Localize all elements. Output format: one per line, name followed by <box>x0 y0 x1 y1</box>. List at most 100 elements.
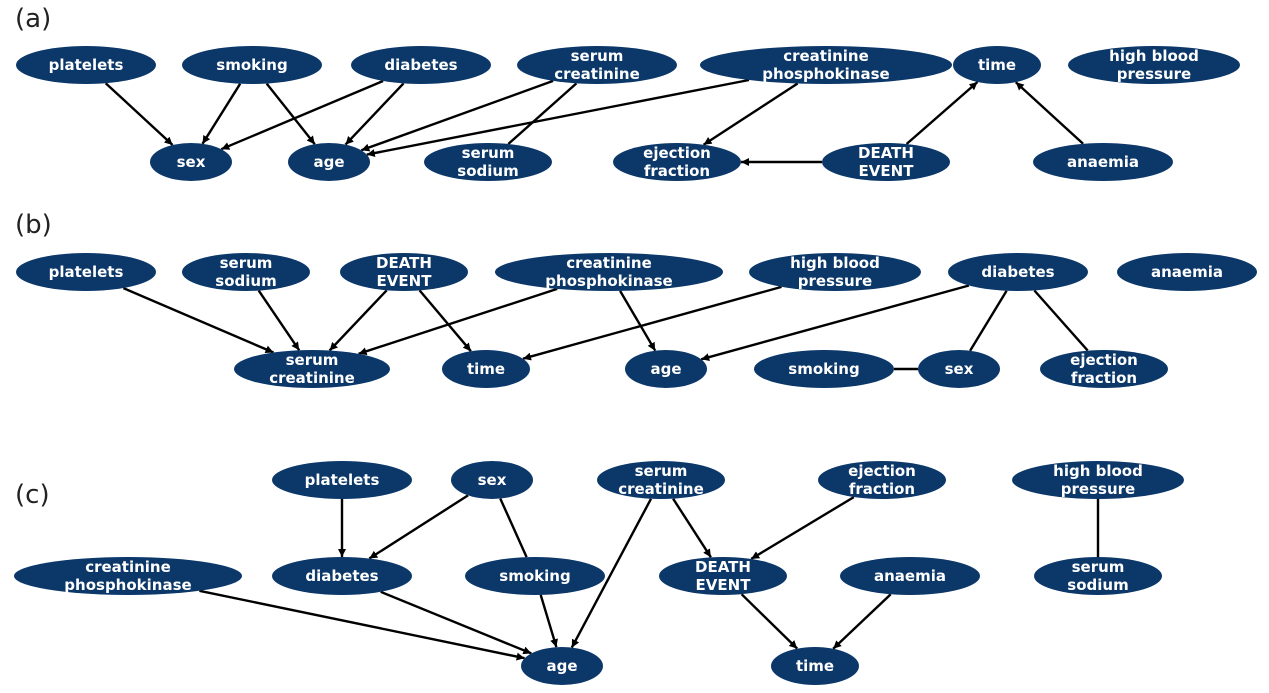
node-ellipse <box>1117 253 1257 291</box>
node-ellipse <box>272 557 412 595</box>
edge-b-hbp-to-time <box>522 285 782 361</box>
node-label: smoking <box>216 56 287 74</box>
node-ellipse <box>1040 350 1168 388</box>
edge-b-death-to-serum_creatinine <box>328 289 388 352</box>
node-label: sodium <box>1067 576 1128 594</box>
node-label: sodium <box>457 162 518 180</box>
node-b-sex: sex <box>918 350 1000 388</box>
node-a-time: time <box>953 46 1041 84</box>
node-label: serum <box>635 462 688 480</box>
edge-a-smoking-to-age <box>265 82 316 145</box>
edge-a-anaemia-to-time <box>1014 81 1084 145</box>
edge-c-diabetes-to-age <box>380 590 532 655</box>
node-label: serum <box>571 47 624 65</box>
node-label: age <box>546 657 577 675</box>
node-label: phosphokinase <box>545 272 672 290</box>
node-label: ejection <box>1070 351 1138 369</box>
edge-c-smoking-to-age <box>539 594 558 648</box>
node-label: EVENT <box>377 272 433 290</box>
edge-c-cpk-to-age <box>199 589 525 661</box>
node-ellipse <box>597 461 725 499</box>
node-ellipse <box>14 557 242 595</box>
edge-a-smoking-to-sex <box>201 83 242 145</box>
edge-a-cpk-to-age <box>366 78 750 157</box>
node-label: diabetes <box>305 567 378 585</box>
node-label: creatinine <box>618 480 704 498</box>
node-c-time: time <box>771 647 859 685</box>
node-label: DEATH <box>695 558 751 576</box>
node-label: serum <box>1072 558 1125 576</box>
node-label: anaemia <box>874 567 946 585</box>
edge-b-death-to-time <box>418 289 472 352</box>
node-label: pressure <box>1117 65 1191 83</box>
node-label: serum <box>462 144 515 162</box>
node-label: DEATH <box>376 254 432 272</box>
node-ellipse <box>754 350 894 388</box>
node-label: fraction <box>1071 369 1137 387</box>
edge-b-diabetes-to-sex <box>969 290 1008 352</box>
node-a-anaemia: anaemia <box>1033 143 1173 181</box>
node-ellipse <box>340 253 468 291</box>
node-label: pressure <box>798 272 872 290</box>
node-ellipse <box>424 143 552 181</box>
node-b-age: age <box>625 350 707 388</box>
node-label: platelets <box>49 56 124 74</box>
node-ellipse <box>771 647 859 685</box>
panel-label-a: (a) <box>15 4 51 34</box>
node-label: phosphokinase <box>762 65 889 83</box>
edge-b-cpk-to-serum_creatinine <box>358 287 558 356</box>
node-ellipse <box>1034 557 1162 595</box>
node-label: anaemia <box>1151 263 1223 281</box>
node-c-diabetes: diabetes <box>272 557 412 595</box>
edge-b-cpk-to-age <box>619 290 657 352</box>
node-label: serum <box>286 351 339 369</box>
edge-c-sex-to-diabetes <box>368 494 469 560</box>
node-c-anaemia: anaemia <box>840 557 980 595</box>
node-ellipse <box>749 253 921 291</box>
node-label: time <box>978 56 1016 74</box>
edge-b-diabetes-to-ejection <box>1033 289 1089 352</box>
node-label: creatinine <box>554 65 640 83</box>
node-label: anaemia <box>1067 153 1139 171</box>
node-label: sex <box>177 153 206 171</box>
node-label: time <box>796 657 834 675</box>
node-ellipse <box>288 143 370 181</box>
node-a-smoking: smoking <box>182 46 322 84</box>
edge-a-diabetes-to-sex <box>220 79 384 151</box>
node-ellipse <box>700 46 952 84</box>
panel-label-b: (b) <box>15 210 52 240</box>
node-ellipse <box>182 253 310 291</box>
node-label: smoking <box>499 567 570 585</box>
node-b-time: time <box>442 350 530 388</box>
edge-c-serum_creatinine-to-age <box>570 498 653 649</box>
node-c-age: age <box>521 647 603 685</box>
node-b-smoking: smoking <box>754 350 894 388</box>
edge-c-ejection-to-death <box>750 496 855 560</box>
node-label: DEATH <box>858 144 914 162</box>
edge-a-cpk-to-ejection <box>702 82 799 146</box>
edge-b-diabetes-to-age <box>700 284 970 362</box>
node-label: serum <box>220 254 273 272</box>
edge-a-platelets-to-sex <box>104 82 174 146</box>
node-a-sex: sex <box>150 143 232 181</box>
edge-c-death-to-time <box>740 593 799 650</box>
node-ellipse <box>1033 143 1173 181</box>
node-ellipse <box>351 46 491 84</box>
node-ellipse <box>822 143 950 181</box>
node-label: EVENT <box>859 162 915 180</box>
node-ellipse <box>465 557 605 595</box>
